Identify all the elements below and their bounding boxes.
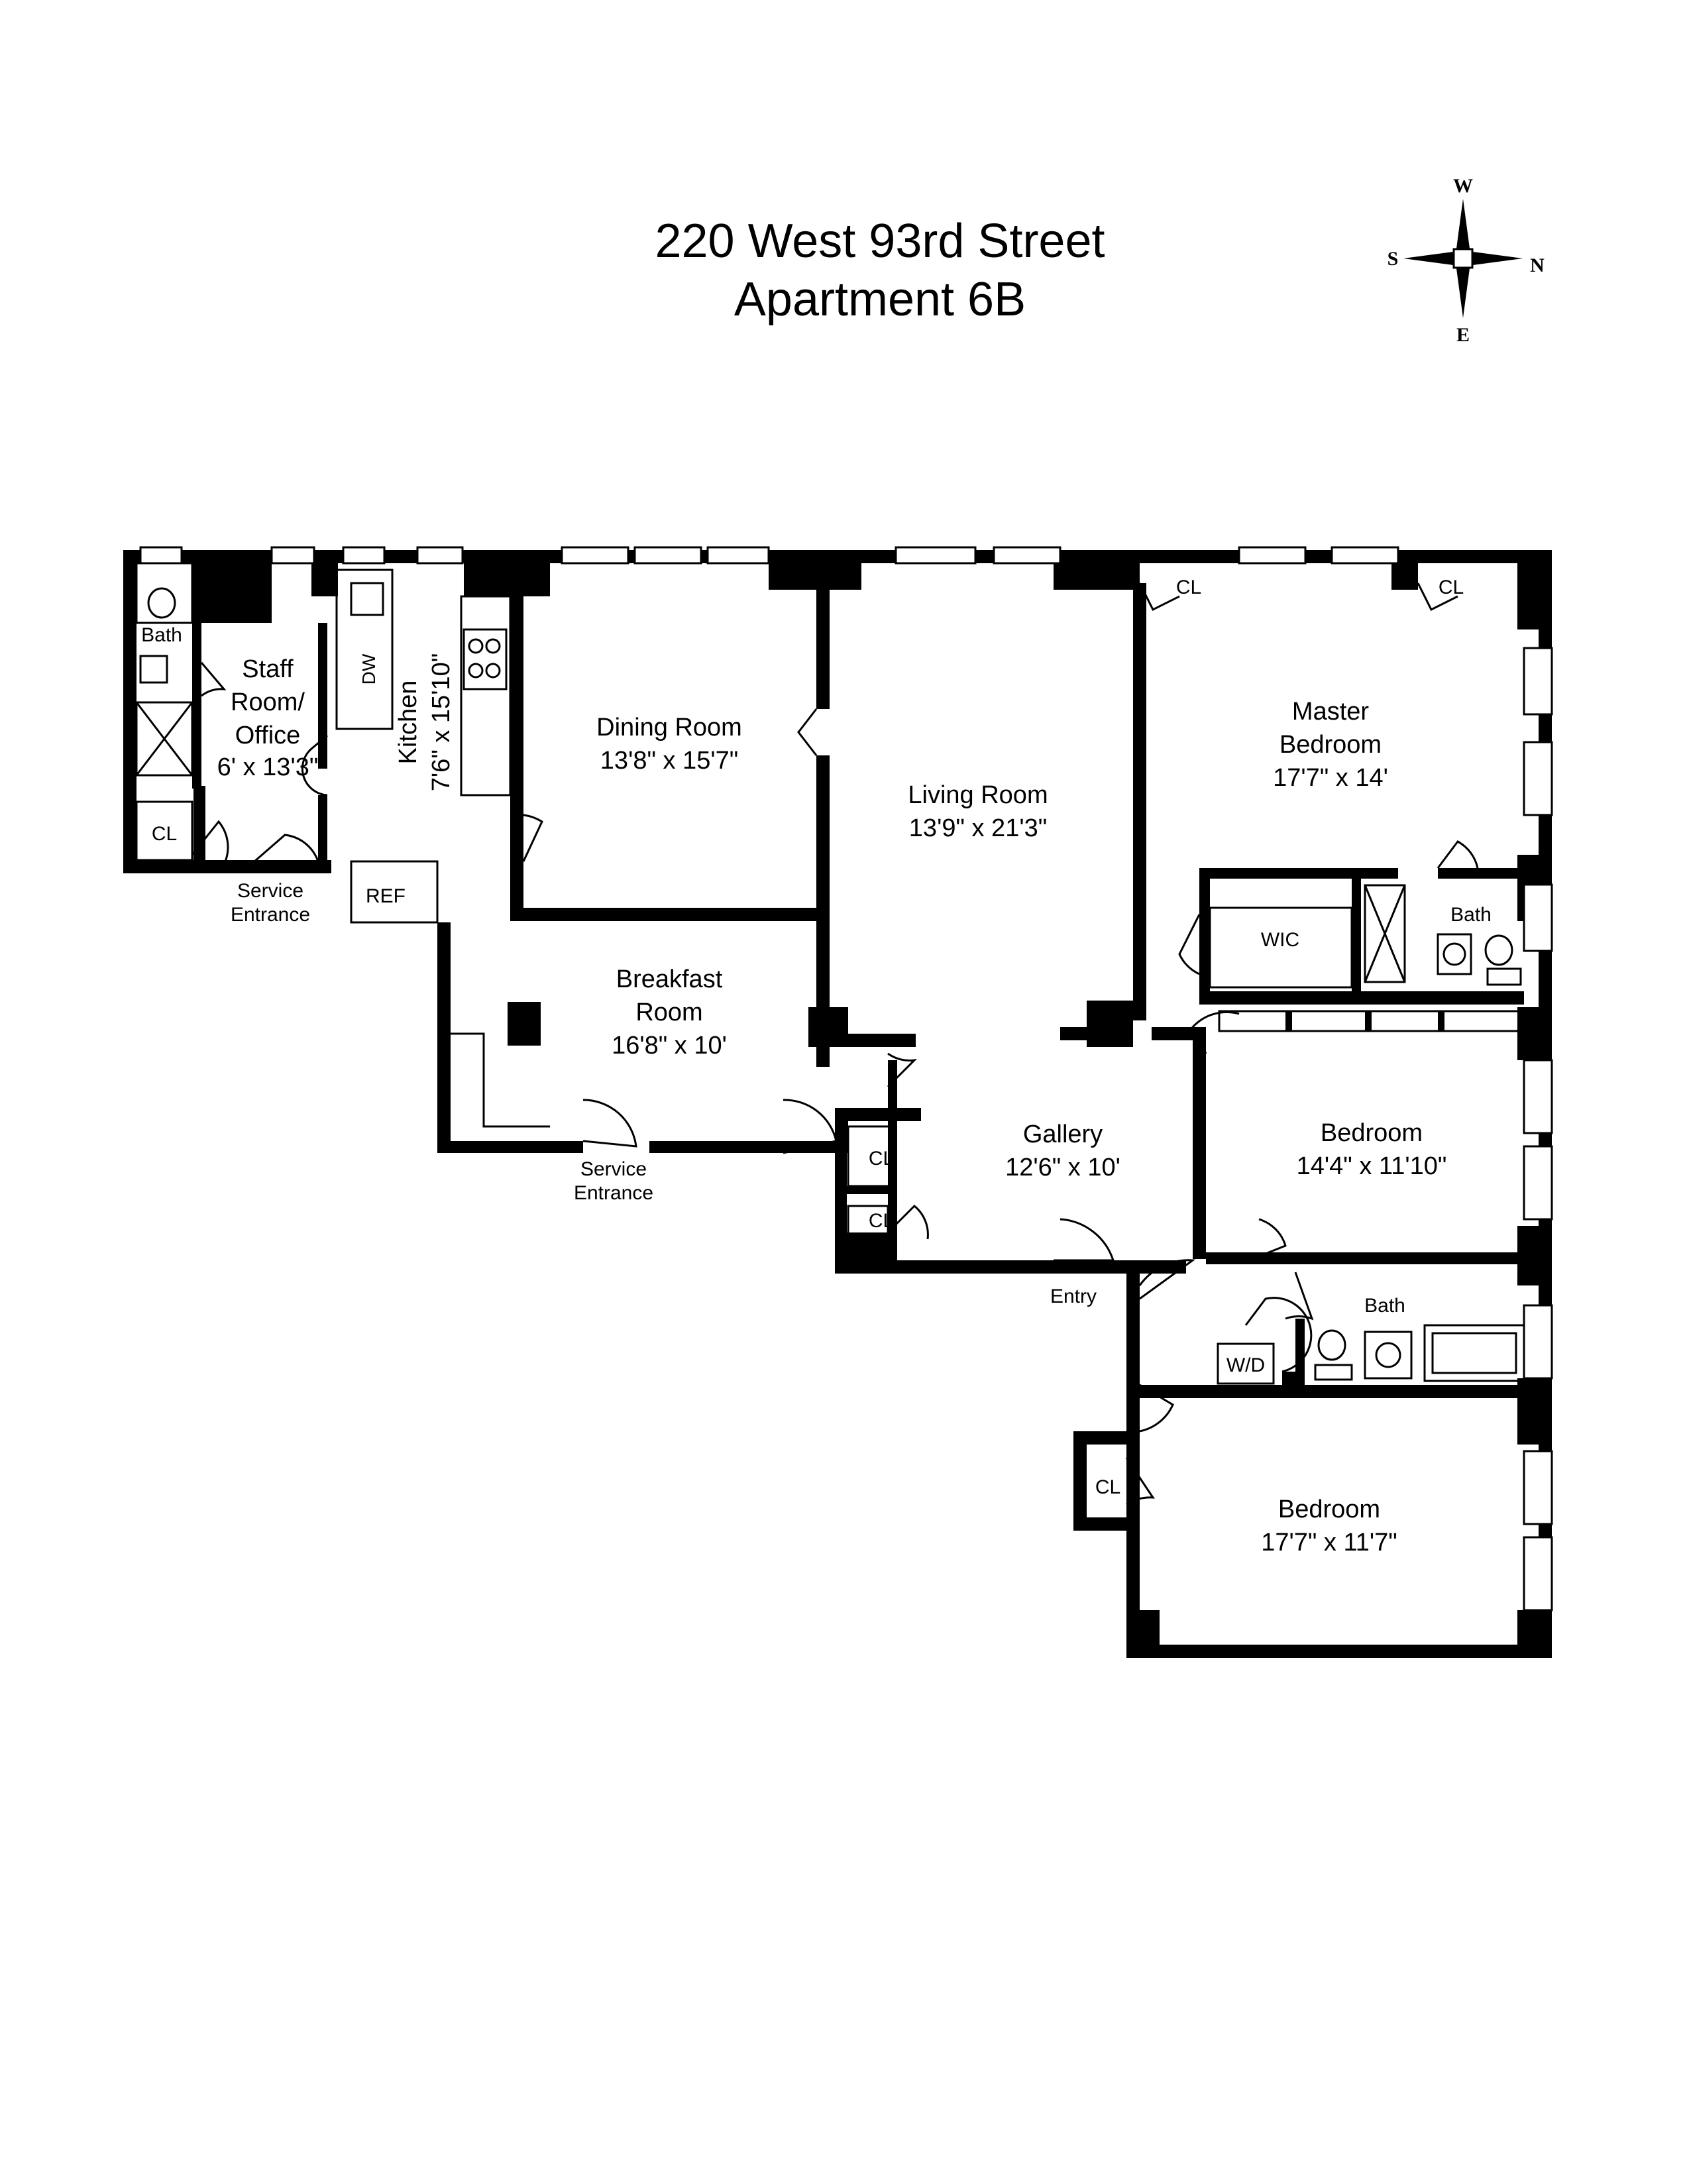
service-entrance-label-1-line2: Entrance xyxy=(231,904,310,926)
staff-room-name-line1: Staff xyxy=(242,655,294,683)
staff-room-dimensions: 6' x 13'3" xyxy=(217,753,319,781)
bedroom-2-dimensions: 14'4" x 11'10" xyxy=(1297,1152,1447,1180)
gallery-closet-lower-label: CL xyxy=(869,1210,894,1232)
gallery-dimensions: 12'6" x 10' xyxy=(1005,1154,1120,1181)
plan-title-unit: Apartment 6B xyxy=(734,273,1026,326)
compass-north-label: N xyxy=(1530,254,1545,276)
compass-south-label: S xyxy=(1388,248,1399,270)
breakfast-room-name-line2: Room xyxy=(635,999,702,1026)
master-bedroom-name-line2: Bedroom xyxy=(1279,731,1382,759)
master-closet-right-label: CL xyxy=(1439,576,1464,598)
breakfast-room-dimensions: 16'8" x 10' xyxy=(612,1032,727,1060)
windows xyxy=(139,546,1553,1611)
fixtures xyxy=(135,562,1525,1531)
door-swings xyxy=(191,582,1479,1505)
master-bedroom-name-line1: Master xyxy=(1292,698,1369,726)
living-room-dimensions: 13'9" x 21'3" xyxy=(909,814,1047,842)
breakfast-room-name-line1: Breakfast xyxy=(616,965,723,993)
compass-east-label: E xyxy=(1456,324,1470,346)
dishwasher-label: DW xyxy=(358,653,379,684)
bedroom-3-name: Bedroom xyxy=(1278,1496,1380,1523)
master-bath-label: Bath xyxy=(1450,904,1492,926)
compass-rose-icon xyxy=(1403,199,1523,318)
master-closet-left-label: CL xyxy=(1176,576,1201,598)
bedroom-3-closet-label: CL xyxy=(1095,1476,1120,1498)
dining-room-dimensions: 13'8" x 15'7" xyxy=(600,747,738,775)
living-room-name: Living Room xyxy=(908,781,1048,809)
service-entrance-label-2-line2: Entrance xyxy=(574,1182,653,1204)
washer-dryer-label: W/D xyxy=(1226,1354,1265,1376)
dining-room-name: Dining Room xyxy=(596,714,742,741)
gallery-closet-upper-label: CL xyxy=(869,1148,894,1170)
kitchen-name: Kitchen xyxy=(394,681,422,765)
staff-bath-label: Bath xyxy=(141,624,182,646)
bedroom-3-dimensions: 17'7" x 11'7" xyxy=(1261,1529,1397,1556)
interior-walls xyxy=(192,583,1537,1398)
staff-room-name-line3: Office xyxy=(235,722,301,749)
plan-title-address: 220 West 93rd Street xyxy=(655,215,1105,268)
bedroom-2-name: Bedroom xyxy=(1321,1119,1423,1147)
staff-room-name-line2: Room/ xyxy=(231,688,305,716)
service-entrance-label-1-line1: Service xyxy=(237,880,303,902)
hall-bath-label: Bath xyxy=(1364,1295,1405,1317)
walk-in-closet-label: WIC xyxy=(1261,929,1299,951)
kitchen-dimensions: 7'6" x 15'10" xyxy=(427,653,455,791)
staff-closet-label: CL xyxy=(152,823,177,845)
entry-label: Entry xyxy=(1050,1285,1097,1307)
compass-west-label: W xyxy=(1453,175,1473,197)
refrigerator-label: REF xyxy=(366,885,406,907)
gallery-name: Gallery xyxy=(1023,1120,1103,1148)
master-bedroom-dimensions: 17'7" x 14' xyxy=(1273,764,1388,792)
service-entrance-label-2-line1: Service xyxy=(580,1158,647,1180)
